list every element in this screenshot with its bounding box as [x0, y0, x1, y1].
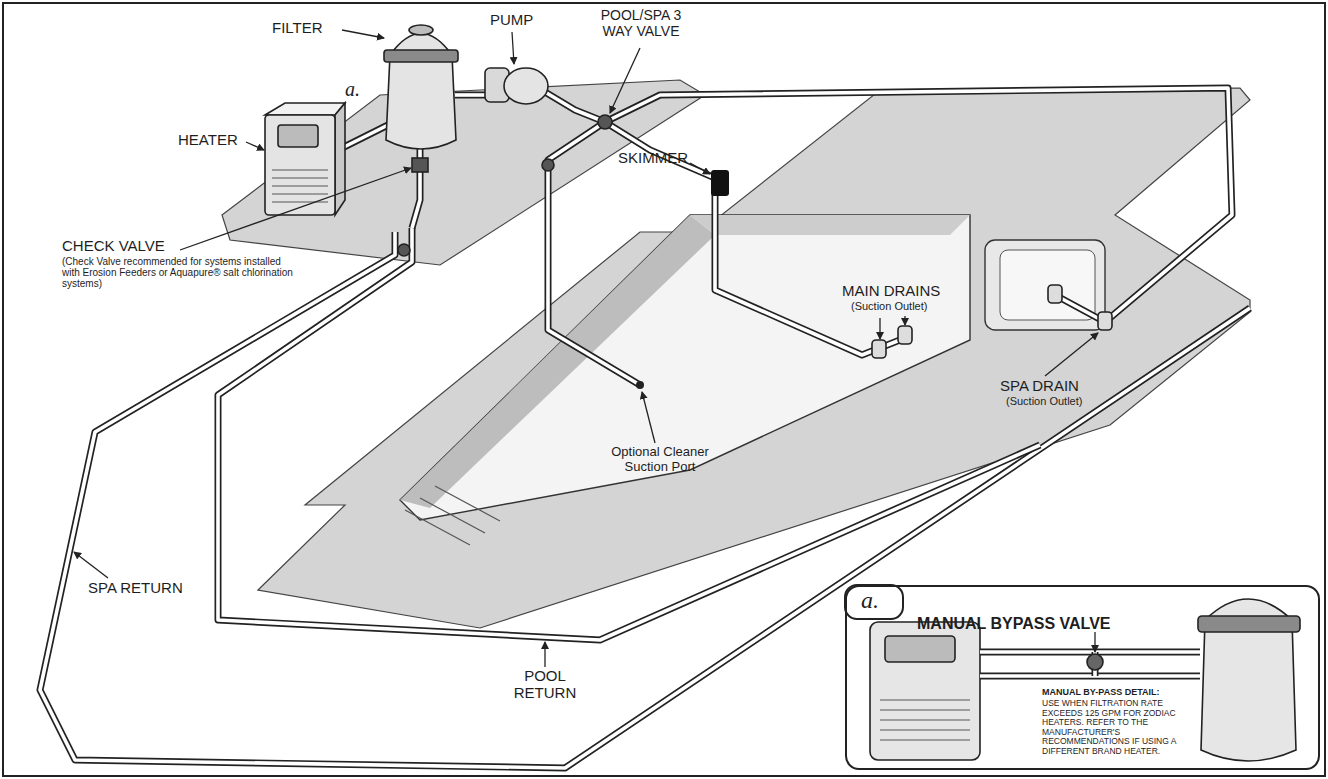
- heater-side: [335, 103, 345, 215]
- valve: [542, 159, 554, 171]
- leader-line: [642, 392, 655, 443]
- detail-tab: [845, 585, 903, 619]
- detail-heater-panel: [885, 636, 955, 662]
- pipe: [218, 228, 1040, 640]
- part-sublabel: (Suction Outlet): [851, 300, 961, 312]
- pipe: [980, 650, 1200, 654]
- leader-line: [690, 163, 710, 174]
- pipe: [605, 122, 905, 355]
- part-label: HEATER: [178, 132, 248, 149]
- bypass-valve: [1087, 654, 1103, 670]
- part-label: POOL/SPA 3 WAY VALVE: [585, 8, 697, 39]
- detail-filter-band: [1198, 616, 1300, 632]
- pipe: [605, 122, 905, 355]
- detail-box: a. MANUAL BYPASS VALVE MANUAL BY-PASS DETA…: [845, 585, 1320, 770]
- pipe: [605, 88, 1232, 322]
- check-valve: [412, 158, 428, 172]
- pipe: [545, 92, 605, 122]
- spa-basin: [985, 240, 1105, 330]
- three-way-valve: [598, 115, 612, 129]
- leader-line: [610, 48, 640, 113]
- pipe: [455, 93, 485, 97]
- part-label: SKIMMER: [618, 150, 698, 167]
- filter-band: [384, 50, 458, 62]
- pump-motor: [504, 68, 548, 104]
- valve: [398, 244, 410, 256]
- part-label: POOL RETURN: [505, 668, 585, 702]
- pipe: [980, 674, 1200, 678]
- filter-lid: [409, 25, 433, 35]
- leader-line: [74, 552, 108, 578]
- leader-line: [246, 142, 264, 150]
- skimmer: [711, 170, 729, 196]
- leader-line: [1094, 632, 1095, 652]
- part-sublabel: (Suction Outlet): [1006, 395, 1116, 407]
- main-drain: [872, 340, 886, 358]
- leader-line: [1045, 333, 1098, 376]
- main-drain: [898, 326, 912, 344]
- part-label: FILTER: [272, 20, 342, 37]
- part-label: CHECK VALVE: [62, 238, 212, 255]
- pipe: [218, 228, 1040, 640]
- heater-grille: [272, 170, 328, 202]
- leader-lines: [74, 30, 1098, 667]
- leader-line: [512, 32, 514, 64]
- spa-drain: [1048, 285, 1062, 303]
- leader-line: [879, 318, 880, 339]
- detail-background: [845, 585, 1320, 770]
- pool-wall: [690, 215, 970, 235]
- pipe: [455, 92, 485, 99]
- callout-letter: a.: [345, 78, 375, 100]
- pool-steps: [405, 486, 500, 545]
- leader-line: [544, 642, 545, 667]
- cleaner-port: [636, 381, 644, 389]
- spa-drain: [1098, 312, 1112, 330]
- part-label: PUMP: [490, 12, 550, 29]
- part-label: SPA RETURN: [88, 580, 208, 597]
- leader-line: [904, 316, 905, 325]
- leader-line: [180, 168, 411, 250]
- detail-pipes: [980, 652, 1200, 676]
- pipe: [605, 88, 1232, 322]
- detail-heater: [870, 622, 980, 760]
- heater-top: [265, 103, 345, 115]
- outer-frame: [3, 3, 1325, 776]
- pipe: [980, 649, 1200, 656]
- note-text: USE WHEN FILTRATION RATE EXCEEDS 125 GPM…: [1042, 699, 1197, 756]
- pool-basin: [400, 215, 970, 520]
- part-label: MANUAL BYPASS VALVE: [917, 615, 1177, 633]
- heater-body: [265, 115, 335, 215]
- note-heading: MANUAL BY-PASS DETAIL:: [1042, 687, 1197, 697]
- pipe: [545, 92, 605, 122]
- leader-line: [342, 30, 384, 38]
- note-text: (Check Valve recommended for systems ins…: [62, 256, 297, 290]
- part-label: Optional Cleaner Suction Port: [590, 445, 730, 474]
- part-label: SPA DRAIN: [1000, 378, 1110, 395]
- pipe: [980, 673, 1200, 680]
- part-label: MAIN DRAINS: [842, 283, 972, 300]
- callout-letter: a.: [861, 587, 897, 614]
- detail-heater-grille: [880, 700, 970, 740]
- heater-panel: [278, 125, 318, 147]
